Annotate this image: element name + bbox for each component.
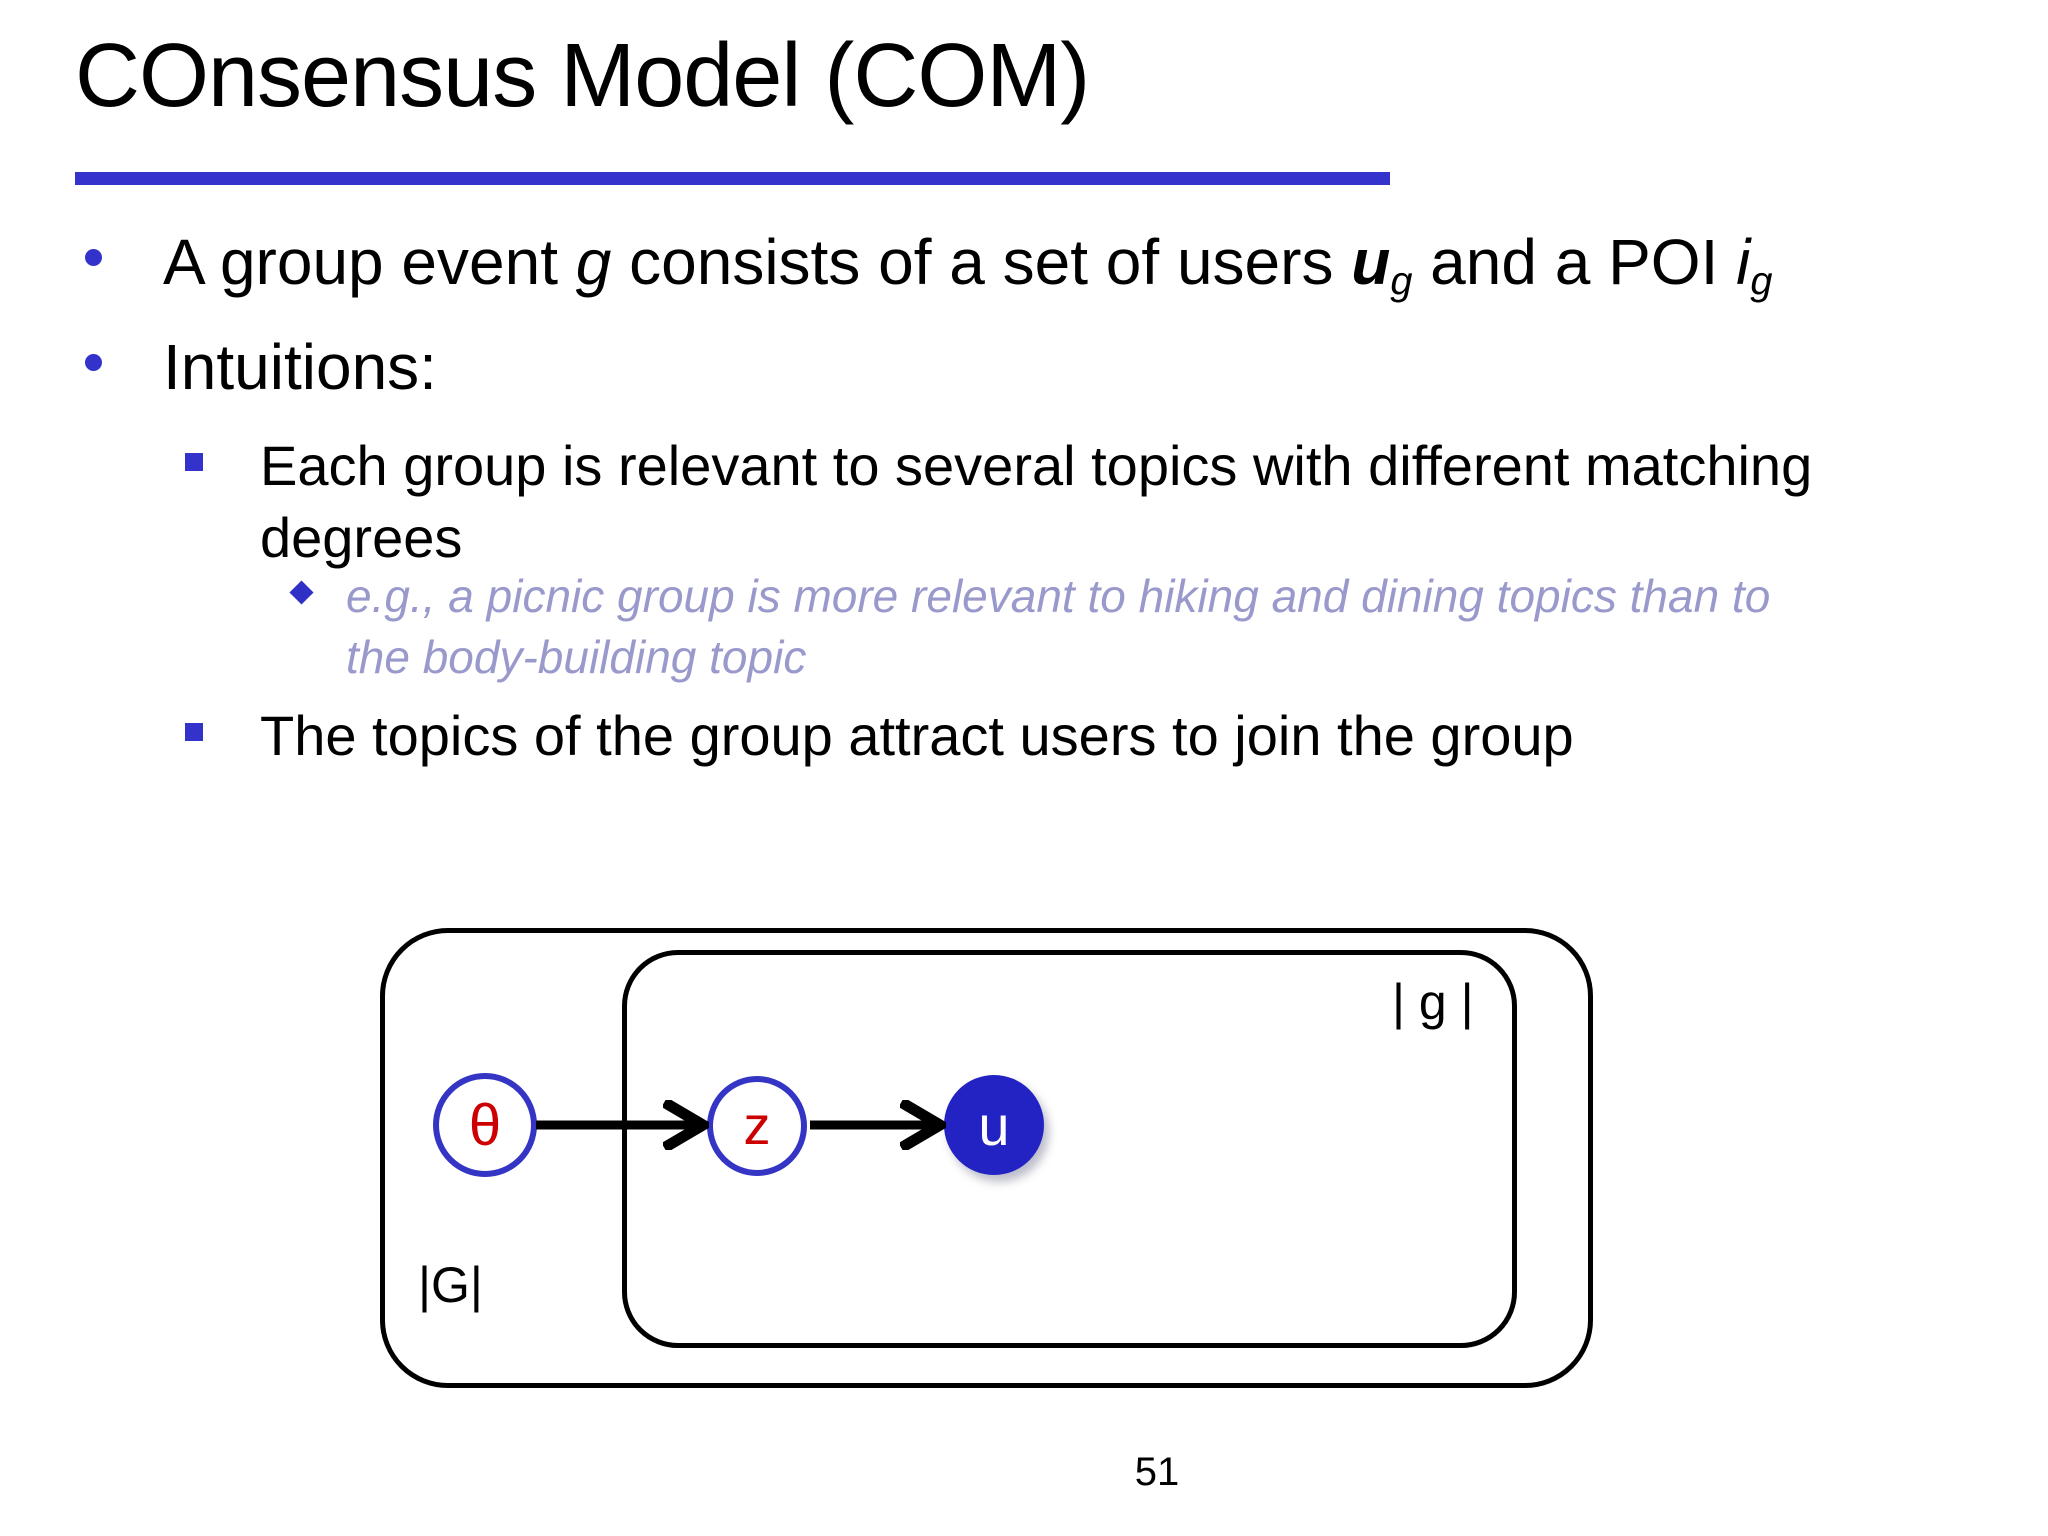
- outer-plate-label: |G|: [418, 1257, 483, 1313]
- outer-plate: [380, 928, 1593, 1388]
- bullet-text: The topics of the group attract users to…: [260, 704, 1574, 767]
- node-u-label: u: [978, 1093, 1010, 1157]
- bullet-square-icon: [185, 453, 203, 471]
- sub-bullet-item-topics: Each group is relevant to several topics…: [185, 430, 1812, 574]
- bullet-text: Intuitions:: [163, 331, 437, 403]
- text-line: Each group is relevant to several topics…: [260, 434, 1813, 497]
- bullet-text: e.g., a picnic group is more relevant to…: [346, 566, 1770, 688]
- text-line: the body-building topic: [346, 631, 807, 684]
- subscript: g: [1390, 258, 1413, 303]
- text-line: degrees: [260, 506, 463, 570]
- bullet-diamond-icon: [289, 580, 314, 605]
- text-segment: and a POI: [1412, 226, 1737, 298]
- bullet-dot-icon: [85, 354, 102, 371]
- bullet-square-icon: [185, 723, 203, 741]
- node-theta: θ: [433, 1073, 537, 1177]
- inner-plate: [622, 950, 1517, 1348]
- sub-bullet-item-attract: The topics of the group attract users to…: [185, 700, 1574, 772]
- node-theta-label: θ: [468, 1092, 502, 1158]
- node-u: u: [944, 1075, 1044, 1175]
- text-segment: consists of a set of users: [611, 226, 1352, 298]
- bullet-item-group-event: A group event g consists of a set of use…: [85, 222, 1985, 303]
- bullet-item-intuitions: Intuitions:: [85, 327, 437, 407]
- title-underline: [75, 172, 1390, 185]
- subscript: g: [1750, 258, 1773, 303]
- text-segment: u: [1351, 226, 1391, 298]
- bullet-text: A group event g consists of a set of use…: [163, 222, 1773, 303]
- page-title: COnsensus Model (COM): [75, 26, 1090, 126]
- bullet-dot-icon: [85, 249, 102, 266]
- inner-plate-label: | g |: [1392, 974, 1474, 1030]
- page-number: 51: [1134, 1450, 1180, 1494]
- example-bullet-item: e.g., a picnic group is more relevant to…: [289, 566, 1770, 688]
- text-segment: i: [1736, 226, 1751, 298]
- text-line: e.g., a picnic group is more relevant to…: [346, 570, 1771, 622]
- bullet-text: Each group is relevant to several topics…: [260, 430, 1812, 574]
- node-z-label: z: [743, 1096, 771, 1156]
- text-segment: g: [575, 226, 612, 298]
- text-segment: A group event: [163, 226, 576, 298]
- node-z: z: [707, 1076, 807, 1176]
